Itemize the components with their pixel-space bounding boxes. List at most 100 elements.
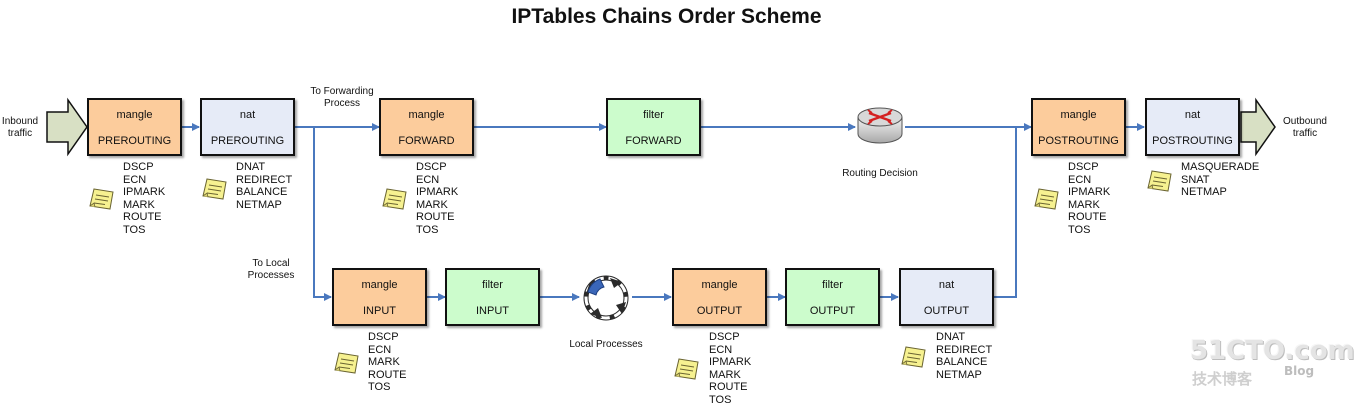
option-item: ECN	[1068, 173, 1092, 186]
box-chain-label: OUTPUT	[923, 305, 970, 317]
box-mangle-prerouting: mangle PREROUTING	[87, 98, 182, 156]
box-table-label: filter	[482, 279, 503, 291]
box-table-label: nat	[239, 109, 256, 121]
watermark-subtitle: 技术博客	[1192, 370, 1253, 388]
option-item: ECN	[368, 343, 392, 356]
option-item: DNAT	[936, 331, 966, 343]
note-icon	[89, 188, 114, 210]
option-item: ECN	[709, 343, 733, 356]
option-item: MASQUERADE	[1181, 161, 1260, 173]
box-chain-label: INPUT	[363, 305, 396, 317]
note-icon	[202, 178, 227, 200]
option-item: ECN	[123, 173, 147, 186]
box-chain-label: OUTPUT	[809, 305, 856, 317]
option-item: NETMAP	[1181, 186, 1227, 199]
router-icon	[857, 107, 903, 144]
option-item: ROUTE	[123, 211, 162, 224]
box-table-label: filter	[822, 279, 843, 291]
box-mangle-output: mangle OUTPUT	[672, 268, 767, 326]
box-table-label: mangle	[408, 109, 445, 121]
option-item: TOS	[123, 223, 146, 236]
option-item: IPMARK	[416, 186, 459, 199]
options-nat-prerouting: DNAT REDIRECT BALANCE NETMAP	[236, 161, 292, 211]
local-processes-icon	[583, 275, 629, 321]
option-item: DSCP	[1068, 161, 1099, 173]
watermark-blog: Blog	[1284, 364, 1315, 378]
box-nat-prerouting: nat PREROUTING	[200, 98, 295, 156]
label-routing-decision: Routing Decision	[842, 168, 918, 179]
label-local-processes: Local Processes	[569, 339, 643, 350]
option-item: TOS	[368, 381, 391, 394]
label-outbound-traffic: Outbound traffic	[1283, 116, 1327, 139]
box-table-label: mangle	[701, 279, 738, 291]
box-chain-label: FORWARD	[398, 135, 455, 147]
box-nat-postrouting: nat POSTROUTING	[1145, 98, 1240, 156]
options-mangle-prerouting: DSCP ECN IPMARK MARK ROUTE TOS	[123, 161, 165, 237]
box-mangle-forward: mangle FORWARD	[379, 98, 474, 156]
option-item: REDIRECT	[236, 173, 293, 186]
box-mangle-input: mangle INPUT	[332, 268, 427, 326]
box-table-label: filter	[643, 109, 664, 121]
note-icon	[1147, 170, 1172, 192]
box-table-label: mangle	[361, 279, 398, 291]
box-chain-label: POSTROUTING	[1152, 135, 1233, 147]
option-item: MARK	[1068, 198, 1100, 211]
box-table-label: mangle	[116, 109, 153, 121]
watermark: 51CTO.com 技术博客 Blog	[1190, 336, 1355, 388]
options-nat-output: DNAT REDIRECT BALANCE NETMAP	[936, 331, 992, 381]
label-inbound-traffic: Inbound traffic	[1, 116, 39, 139]
option-item: MARK	[368, 356, 400, 369]
link-nat-out-to-postrouting	[993, 127, 1017, 298]
option-item: DNAT	[236, 161, 266, 173]
options-nat-postrouting: MASQUERADE SNAT NETMAP	[1181, 161, 1259, 199]
box-filter-output: filter OUTPUT	[785, 268, 880, 326]
option-item: IPMARK	[1068, 186, 1111, 199]
box-table-label: mangle	[1060, 109, 1097, 121]
box-table-label: nat	[1184, 109, 1201, 121]
box-nat-output: nat OUTPUT	[899, 268, 994, 326]
box-chain-label: PREROUTING	[210, 135, 285, 147]
box-chain-label: OUTPUT	[696, 305, 743, 317]
option-item: NETMAP	[236, 198, 282, 211]
option-item: TOS	[709, 393, 732, 406]
option-item: SNAT	[1181, 173, 1210, 186]
option-item: ROUTE	[416, 211, 455, 224]
box-filter-forward: filter FORWARD	[606, 98, 701, 156]
option-item: DSCP	[416, 161, 447, 173]
option-item: BALANCE	[936, 356, 988, 369]
box-chain-label: INPUT	[476, 305, 509, 317]
box-chain-label: POSTROUTING	[1038, 135, 1119, 147]
option-item: MARK	[709, 368, 741, 381]
box-filter-input: filter INPUT	[445, 268, 540, 326]
note-icon	[901, 346, 926, 368]
note-icon	[382, 188, 407, 210]
option-item: TOS	[416, 223, 439, 236]
options-mangle-postrouting: DSCP ECN IPMARK MARK ROUTE TOS	[1068, 161, 1110, 237]
diagram-title: IPTables Chains Order Scheme	[511, 5, 822, 28]
options-mangle-forward: DSCP ECN IPMARK MARK ROUTE TOS	[416, 161, 458, 237]
box-chain-label: FORWARD	[625, 135, 682, 147]
option-item: ROUTE	[709, 381, 748, 394]
label-to-forwarding-process: To Forwarding Process	[310, 86, 374, 109]
option-item: IPMARK	[709, 356, 752, 369]
option-item: TOS	[1068, 223, 1091, 236]
option-item: DSCP	[123, 161, 154, 173]
options-mangle-input: DSCP ECN MARK ROUTE TOS	[368, 331, 407, 394]
watermark-logo: 51CTO.com	[1190, 336, 1355, 366]
option-item: ROUTE	[368, 368, 407, 381]
note-icon	[334, 352, 359, 374]
option-item: DSCP	[709, 331, 740, 343]
option-item: BALANCE	[236, 186, 288, 199]
option-item: DSCP	[368, 331, 399, 343]
outbound-arrow	[1240, 97, 1276, 157]
box-chain-label: PREROUTING	[97, 135, 172, 147]
option-item: ROUTE	[1068, 211, 1107, 224]
option-item: ECN	[416, 173, 440, 186]
option-item: MARK	[123, 198, 155, 211]
note-icon	[1034, 188, 1059, 210]
option-item: MARK	[416, 198, 448, 211]
option-item: REDIRECT	[936, 343, 993, 356]
inbound-arrow	[46, 97, 88, 157]
option-item: NETMAP	[936, 368, 982, 381]
